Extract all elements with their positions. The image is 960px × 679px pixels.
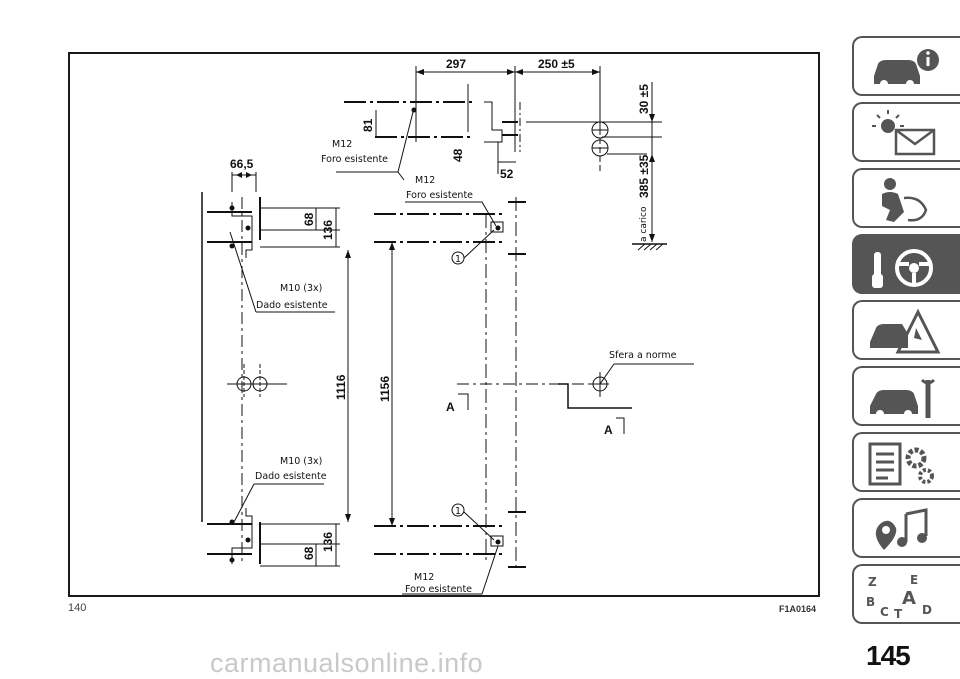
- dim-297: 297: [446, 57, 466, 71]
- dim-68-bottom: 68: [302, 546, 316, 560]
- label-m12-top: M12: [332, 139, 352, 150]
- dim-1156: 1156: [378, 376, 392, 402]
- index-letter-e: E: [910, 573, 918, 587]
- label-m10-top: M10 (3x): [280, 283, 322, 294]
- multimedia-music-icon: [875, 508, 928, 550]
- tab-maintenance[interactable]: [852, 366, 960, 426]
- label-m10-bottom: M10 (3x): [280, 456, 322, 467]
- figure-code: F1A0164: [778, 604, 816, 614]
- tab-safety[interactable]: [852, 168, 960, 228]
- index-letter-a: A: [902, 588, 916, 609]
- page-number-small: 140: [68, 602, 87, 614]
- key-steering-wheel-icon: [872, 249, 933, 288]
- towbar-installation-drawing: 297 250 ±5 30 ±5 385 ±35 81 48 52 66,5 6…: [201, 57, 694, 595]
- page-number-large: 145: [866, 640, 911, 671]
- tab-multimedia[interactable]: [852, 498, 960, 558]
- tab-emergency[interactable]: [852, 300, 960, 360]
- tab-car-info[interactable]: [852, 36, 960, 96]
- label-sfera: Sfera a norme: [609, 350, 677, 361]
- dim-385: 385 ±35: [637, 154, 651, 198]
- label-m12-mid: M12: [415, 175, 435, 186]
- index-letter-c: C: [880, 605, 889, 619]
- index-letter-d: D: [922, 603, 932, 617]
- warning-light-envelope-icon: [872, 110, 936, 156]
- alphabetical-index-icon: Z E A B C T D: [866, 573, 932, 620]
- index-letter-t: T: [894, 607, 903, 620]
- index-letter-b: B: [866, 595, 875, 609]
- tab-technical-data[interactable]: [852, 432, 960, 492]
- label-dado-bottom: Dado esistente: [255, 471, 327, 482]
- label-foro-top: Foro esistente: [321, 154, 388, 165]
- dim-30: 30 ±5: [637, 84, 651, 114]
- dim-52: 52: [500, 167, 514, 181]
- seat-belt-airbag-icon: [882, 178, 928, 222]
- callout-1-top: 1: [455, 254, 461, 265]
- section-marker-a-left: A: [446, 400, 455, 414]
- label-foro-mid: Foro esistente: [406, 190, 473, 201]
- index-letter-z: Z: [868, 575, 877, 589]
- watermark-text: carmanualsonline.info: [210, 648, 484, 678]
- specs-list-gears-icon: [868, 442, 934, 486]
- label-dado-top: Dado esistente: [256, 300, 328, 311]
- car-crash-warning-icon: [870, 308, 941, 354]
- section-marker-a-right: A: [604, 423, 613, 437]
- callout-1-bottom: 1: [455, 506, 461, 517]
- dim-68-top: 68: [302, 212, 316, 226]
- dim-136-bottom: 136: [321, 532, 335, 552]
- dim-48: 48: [451, 148, 465, 162]
- dim-136-top: 136: [321, 220, 335, 240]
- tab-warning-lights[interactable]: [852, 102, 960, 162]
- tab-index[interactable]: Z E A B C T D: [852, 564, 960, 624]
- car-maintenance-wrench-icon: [870, 378, 936, 418]
- dim-81: 81: [361, 118, 375, 132]
- label-m12-bottom: M12: [414, 572, 434, 583]
- car-info-icon: [874, 49, 939, 88]
- technical-drawing-frame: 297 250 ±5 30 ±5 385 ±35 81 48 52 66,5 6…: [68, 52, 820, 597]
- label-a-carico: a carico: [639, 206, 649, 242]
- dim-1116: 1116: [334, 374, 348, 400]
- label-foro-bottom: Foro esistente: [405, 584, 472, 595]
- dim-66-5: 66,5: [230, 157, 254, 171]
- dim-250: 250 ±5: [538, 57, 575, 71]
- tab-starting-driving[interactable]: [852, 234, 960, 294]
